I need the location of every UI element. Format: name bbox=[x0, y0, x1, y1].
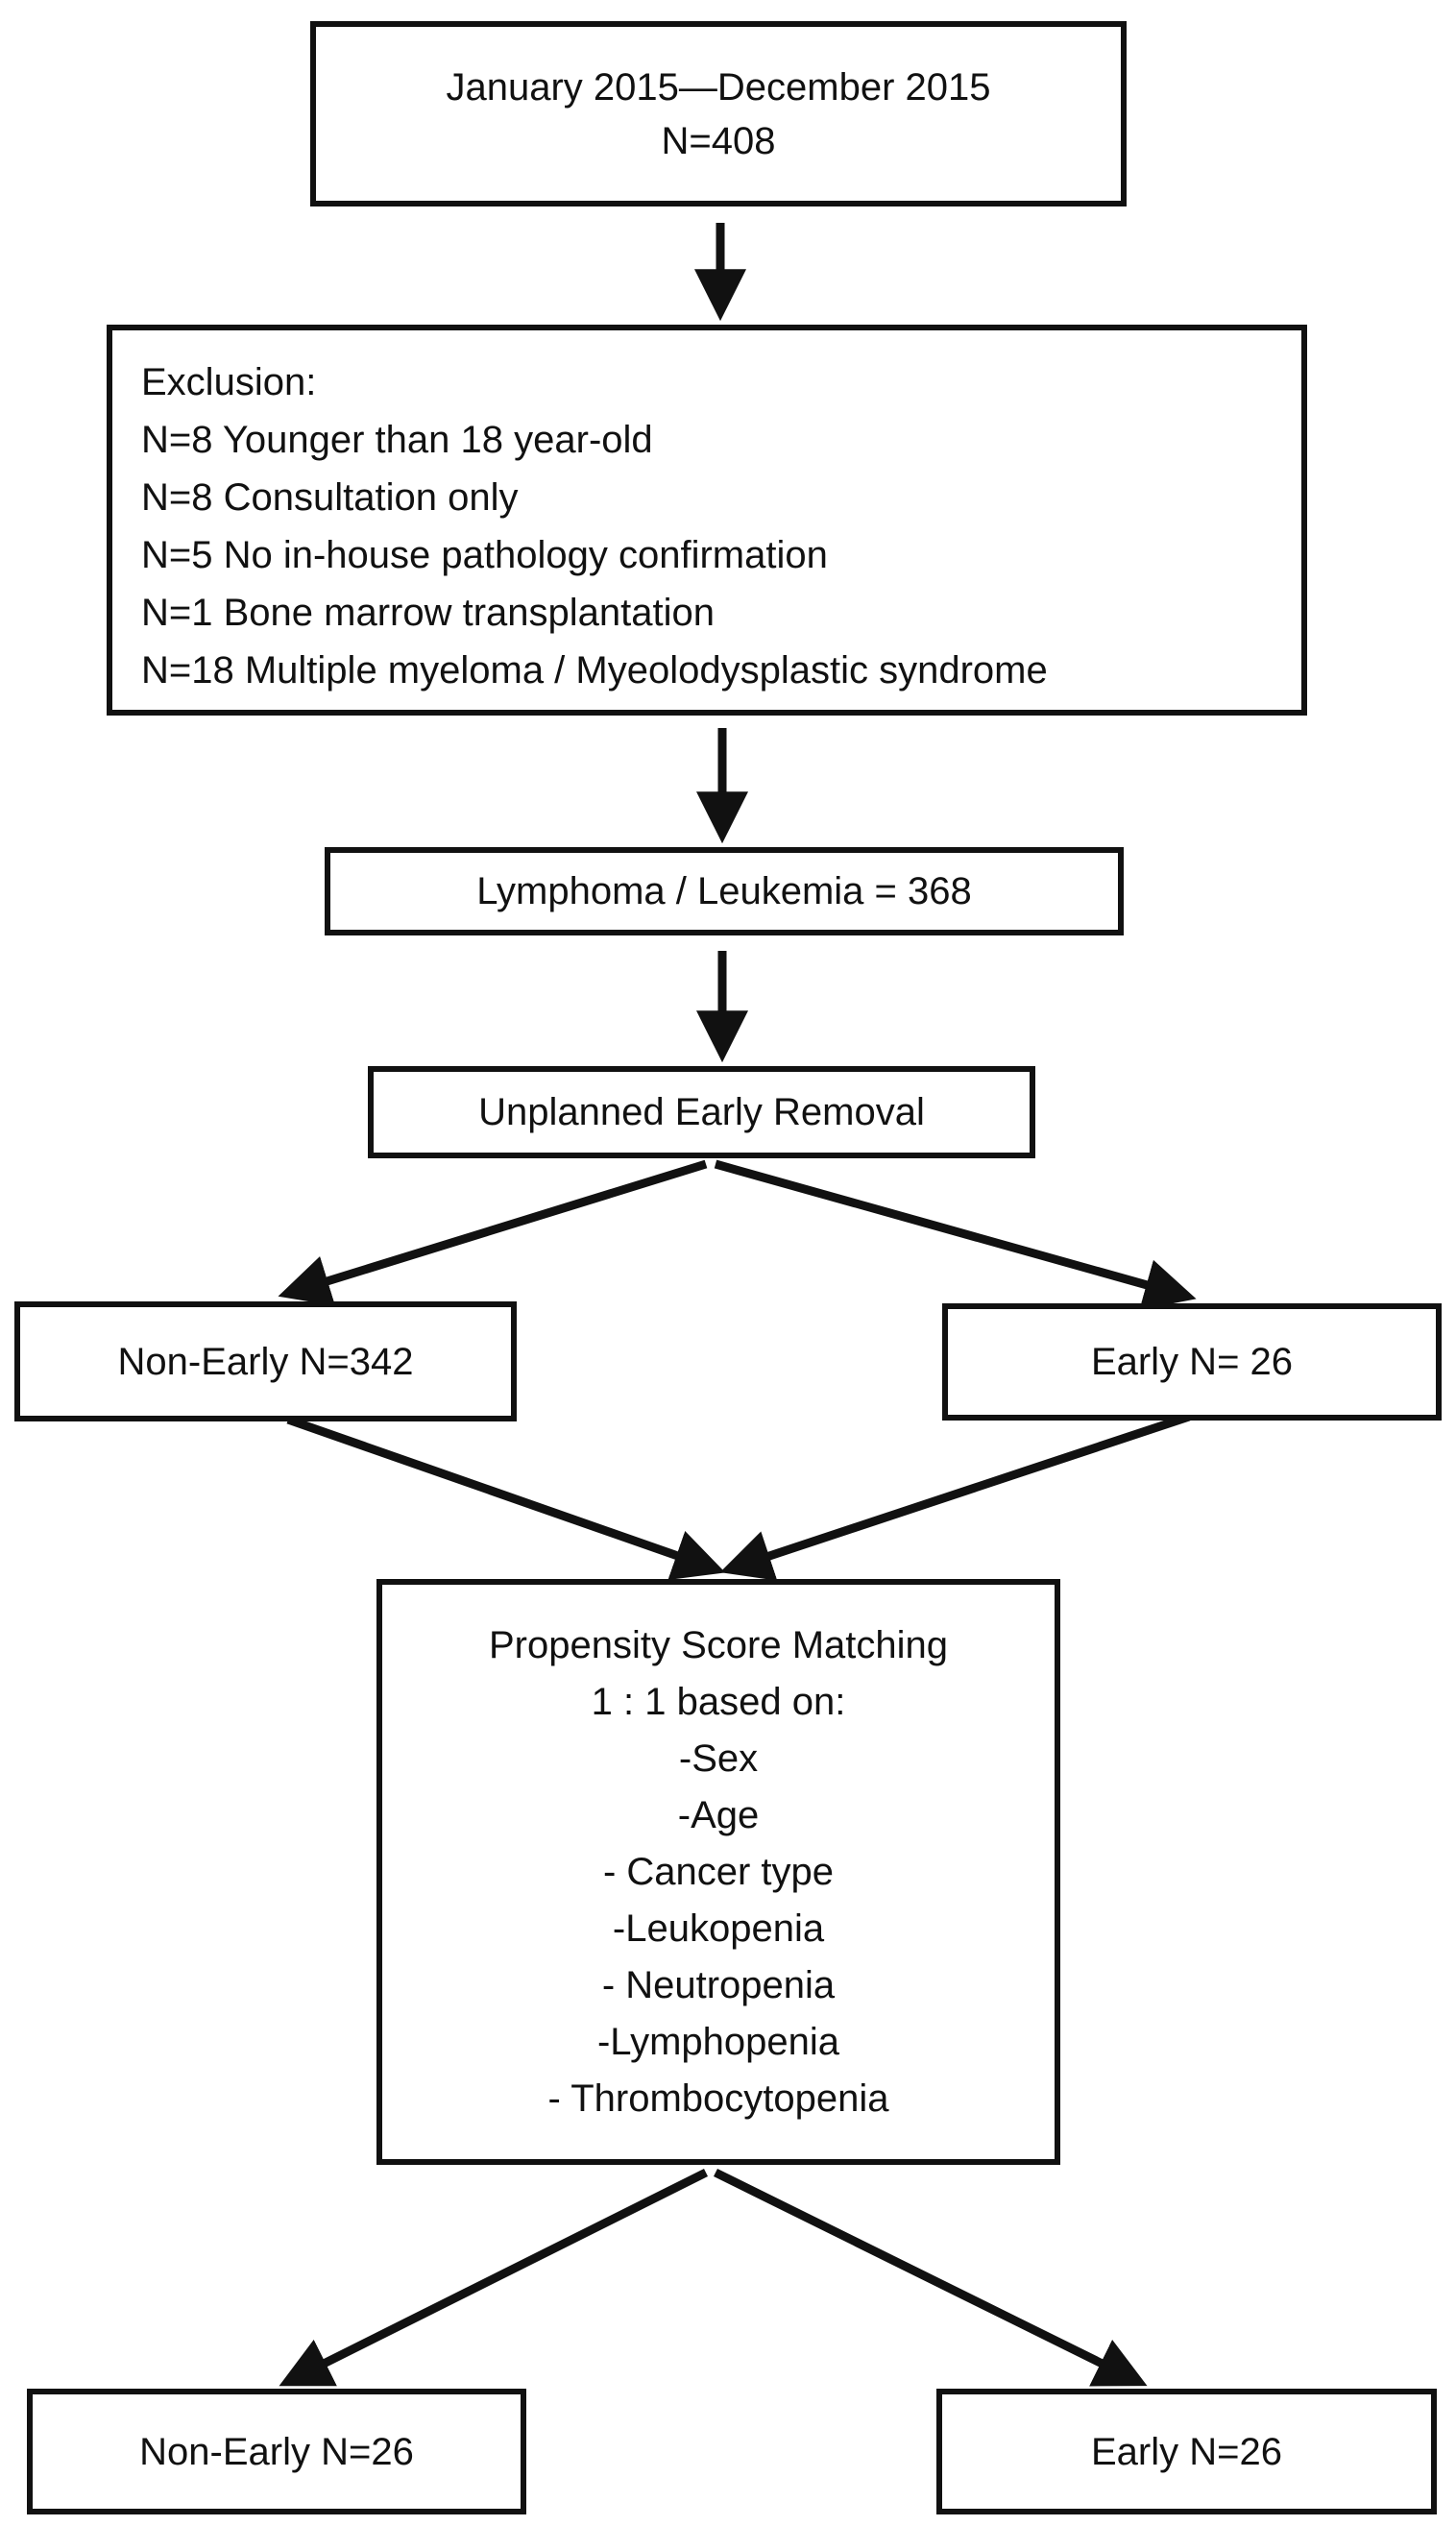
early-before-label: Early N= 26 bbox=[1090, 1341, 1294, 1383]
arrow-removal-to-early bbox=[714, 1159, 1197, 1310]
exclusion-item: N=8 Younger than 18 year-old bbox=[141, 419, 653, 461]
propensity-matching-box: Propensity Score Matching 1 : 1 based on… bbox=[376, 1579, 1060, 2165]
propensity-matching-title: Propensity Score Matching bbox=[488, 1623, 948, 1666]
non-early-before-label: Non-Early N=342 bbox=[117, 1340, 414, 1383]
matching-criterion: - Cancer type bbox=[602, 1850, 835, 1893]
lymphoma-leukemia-box: Lymphoma / Leukemia = 368 bbox=[325, 847, 1124, 935]
exclusion-item: N=5 No in-house pathology confirmation bbox=[141, 534, 828, 576]
non-early-before-box: Non-Early N=342 bbox=[14, 1301, 517, 1421]
early-before-box: Early N= 26 bbox=[942, 1303, 1442, 1421]
lymphoma-leukemia-label: Lymphoma / Leukemia = 368 bbox=[476, 870, 972, 912]
matching-criterion: -Sex bbox=[678, 1737, 759, 1780]
exclusion-heading: Exclusion: bbox=[141, 361, 317, 403]
propensity-matching-ratio: 1 : 1 based on: bbox=[591, 1680, 846, 1723]
early-after-box: Early N=26 bbox=[936, 2389, 1437, 2514]
arrow-early-to-matching bbox=[719, 1412, 1191, 1581]
unplanned-early-removal-box: Unplanned Early Removal bbox=[368, 1066, 1035, 1158]
study-period-box: January 2015—December 2015 N=408 bbox=[310, 21, 1127, 206]
arrow-removal-to-nonearly bbox=[278, 1159, 708, 1306]
early-after-label: Early N=26 bbox=[1091, 2430, 1282, 2473]
unplanned-early-removal-label: Unplanned Early Removal bbox=[478, 1091, 925, 1133]
arrow-matching-to-early-matched bbox=[714, 2168, 1148, 2387]
non-early-after-box: Non-Early N=26 bbox=[27, 2389, 526, 2514]
non-early-after-label: Non-Early N=26 bbox=[139, 2430, 414, 2473]
matching-criterion: -Lymphopenia bbox=[596, 2020, 839, 2063]
matching-criterion: - Neutropenia bbox=[601, 1963, 836, 2006]
matching-criterion: -Age bbox=[677, 1793, 760, 1836]
exclusion-item: N=8 Consultation only bbox=[141, 476, 519, 519]
arrow-nonearly-to-matching bbox=[286, 1415, 726, 1580]
exclusion-box: Exclusion: N=8 Younger than 18 year-old … bbox=[107, 325, 1307, 716]
matching-criterion: -Leukopenia bbox=[612, 1907, 825, 1950]
exclusion-item: N=1 Bone marrow transplantation bbox=[141, 592, 715, 634]
exclusion-item: N=18 Multiple myeloma / Myeolodysplastic… bbox=[141, 649, 1048, 692]
matching-criterion: - Thrombocytopenia bbox=[547, 2077, 889, 2120]
arrow-matching-to-nonearly-matched bbox=[279, 2168, 709, 2387]
study-period-dates: January 2015—December 2015 bbox=[446, 65, 991, 109]
study-period-count: N=408 bbox=[661, 119, 776, 162]
